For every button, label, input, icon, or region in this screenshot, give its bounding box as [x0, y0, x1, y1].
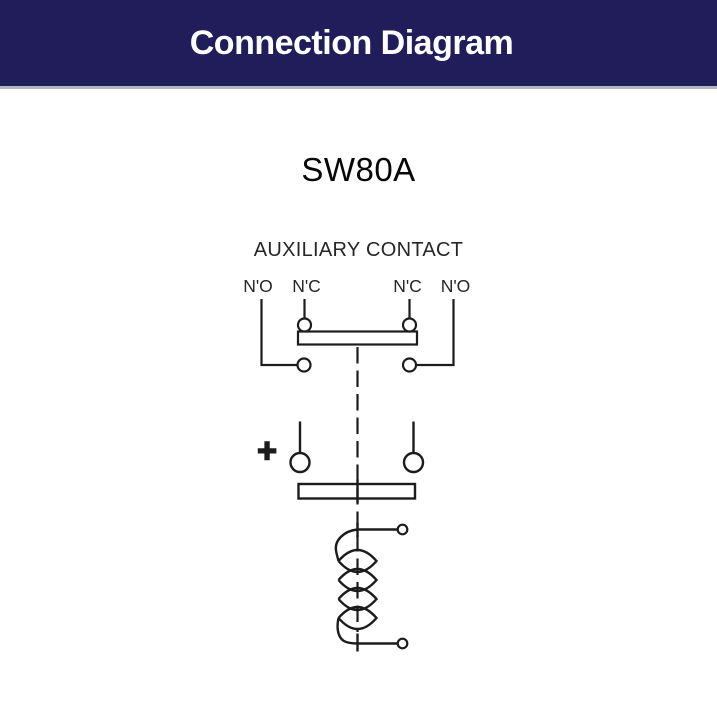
polarity-plus-marker: + [257, 432, 277, 470]
terminal-label-no-right: N'O [440, 276, 471, 296]
aux-nc-left-terminal [296, 317, 313, 333]
main-contact-right-tip [402, 451, 425, 474]
terminal-label-nc-right: N'C [393, 276, 422, 296]
aux-no-left-terminal [296, 357, 312, 373]
terminal-label-nc-left: N'C [292, 276, 321, 296]
model-title: SW80A [301, 151, 416, 188]
coil-exit-arc [336, 617, 358, 645]
main-contact-left-tip [289, 451, 311, 474]
aux-no-left-wire [260, 299, 298, 367]
aux-no-right-terminal [401, 357, 418, 373]
coil-entry-arc [334, 528, 358, 562]
coil-loop-4 [337, 605, 379, 631]
header-divider [0, 86, 717, 89]
auxiliary-contact-label: AUXILIARY CONTACT [253, 239, 464, 261]
coil-bottom-terminal [396, 637, 409, 650]
page-title: Connection Diagram [189, 23, 514, 62]
aux-nc-right-terminal [401, 317, 418, 333]
aux-no-right-wire [416, 299, 455, 367]
header-banner: Connection Diagram [0, 0, 717, 86]
coil-top-terminal [396, 523, 409, 536]
terminal-label-no-left: N'O [243, 276, 273, 296]
aux-contact-bar [296, 330, 419, 346]
